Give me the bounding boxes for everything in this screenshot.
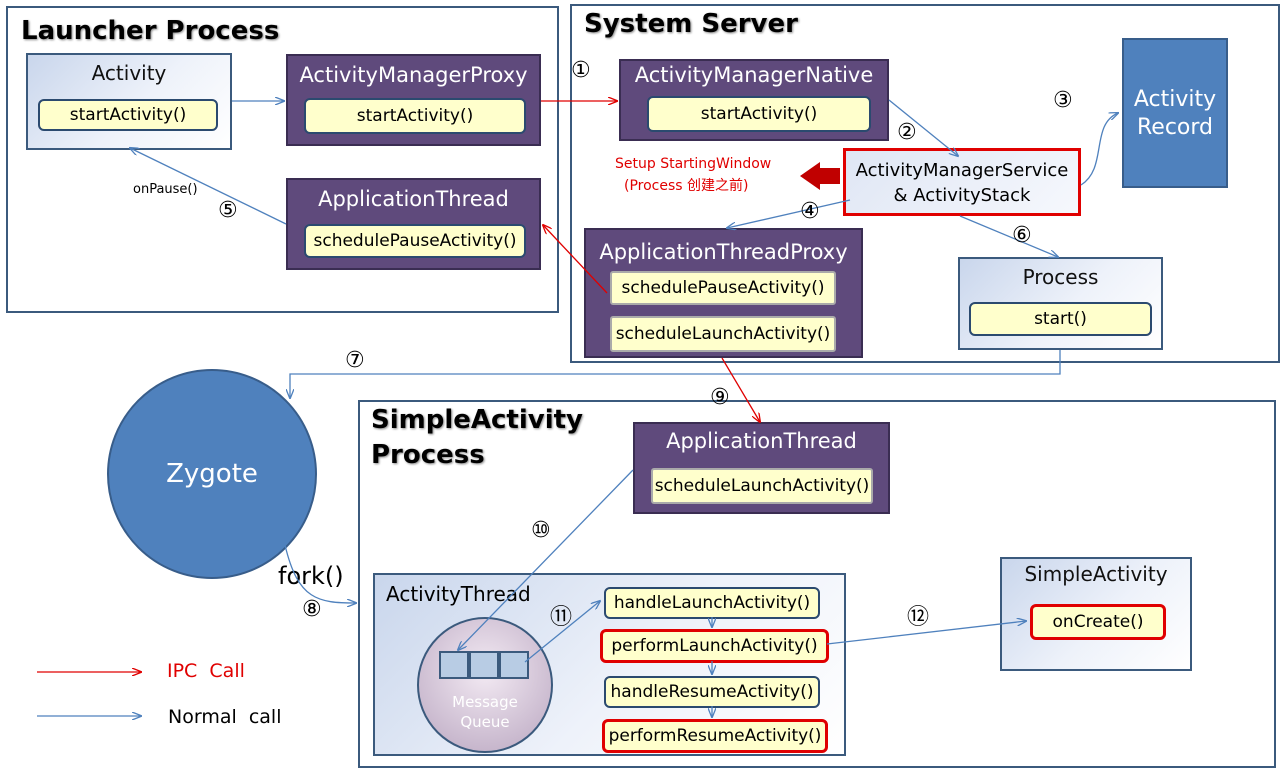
simple-activity-box: SimpleActivity onCreate() bbox=[1000, 557, 1192, 671]
process-start-method: start() bbox=[969, 302, 1152, 336]
perform-launch-activity-method: performLaunchActivity() bbox=[600, 629, 829, 663]
activity-manager-native-box: ActivityManagerNative startActivity() bbox=[619, 59, 889, 141]
proxy-start-activity-method: startActivity() bbox=[304, 98, 526, 134]
proxy-schedule-pause-activity-method: schedulePauseActivity() bbox=[610, 271, 836, 305]
launcher-activity-title: Activity bbox=[91, 61, 167, 85]
simple-application-thread-box: ApplicationThread scheduleLaunchActivity… bbox=[633, 422, 890, 514]
arrow-message-queue-to-handle-launch bbox=[524, 601, 600, 663]
launcher-schedule-pause-activity-method: schedulePauseActivity() bbox=[304, 224, 526, 258]
launcher-process-title: Launcher Process bbox=[21, 16, 280, 46]
arrow-perform-launch-to-on-create bbox=[826, 621, 1026, 645]
simple-application-thread-title: ApplicationThread bbox=[666, 429, 857, 453]
proxy-schedule-launch-activity-method: scheduleLaunchActivity() bbox=[610, 316, 836, 352]
launcher-start-activity-method: startActivity() bbox=[38, 99, 218, 131]
arrow-launcher-app-thread-to-activity bbox=[130, 148, 287, 225]
step-7-label: ⑦ bbox=[345, 348, 365, 373]
native-start-activity-method: startActivity() bbox=[647, 96, 871, 132]
queue-slot-3 bbox=[499, 651, 529, 679]
on-create-method: onCreate() bbox=[1030, 604, 1166, 640]
ams-line2: & ActivityStack bbox=[893, 185, 1031, 206]
step-2-label: ② bbox=[897, 120, 917, 145]
application-thread-proxy-box: ApplicationThreadProxy schedulePauseActi… bbox=[584, 228, 863, 358]
activity-manager-native-title: ActivityManagerNative bbox=[634, 63, 874, 87]
zygote-circle: Zygote bbox=[107, 369, 317, 579]
activity-record-line2: Record bbox=[1136, 115, 1213, 140]
step-10-label: ⑩ bbox=[531, 518, 551, 543]
step-8-label: ⑧ bbox=[302, 597, 322, 622]
activity-thread-box: ActivityThread Message Queue handleLaunc… bbox=[373, 573, 846, 756]
legend-normal-label: Normal call bbox=[168, 706, 282, 728]
arrow-ams-to-app-thread-proxy bbox=[727, 199, 851, 228]
message-queue-line2: Queue bbox=[460, 713, 510, 731]
step-4-label: ④ bbox=[800, 199, 820, 224]
setup-starting-window-note-line1: Setup StartingWindow bbox=[615, 156, 772, 172]
process-title: Process bbox=[1022, 265, 1099, 289]
step-12-label: ⑫ bbox=[907, 605, 930, 630]
step-11-label: ⑪ bbox=[550, 605, 573, 630]
simple-activity-process-title-line1: SimpleActivity bbox=[371, 405, 583, 435]
simple-activity-process-title-line2: Process bbox=[371, 440, 485, 470]
arrow-ams-to-record bbox=[1080, 113, 1118, 186]
activity-record-box: Activity Record bbox=[1122, 38, 1228, 188]
step-1-label: ① bbox=[571, 58, 591, 83]
launcher-application-thread-box: ApplicationThread schedulePauseActivity(… bbox=[286, 178, 541, 270]
activity-manager-proxy-title: ActivityManagerProxy bbox=[299, 63, 528, 87]
activity-manager-proxy-box: ActivityManagerProxy startActivity() bbox=[286, 54, 541, 146]
arrow-process-to-zygote bbox=[290, 350, 1061, 398]
activity-thread-title: ActivityThread bbox=[386, 582, 531, 606]
queue-slot-2 bbox=[469, 651, 499, 679]
on-pause-label: onPause() bbox=[133, 182, 198, 197]
arrow-zygote-fork-to-activity-thread bbox=[284, 544, 356, 603]
zygote-label: Zygote bbox=[166, 459, 258, 489]
simple-schedule-launch-activity-method: scheduleLaunchActivity() bbox=[651, 468, 873, 504]
process-box: Process start() bbox=[958, 257, 1163, 350]
step-5-label: ⑤ bbox=[218, 198, 238, 223]
fork-label: fork() bbox=[278, 562, 344, 590]
legend-ipc-label: IPC Call bbox=[167, 660, 245, 682]
message-queue-line1: Message bbox=[452, 693, 518, 711]
setup-starting-window-note-line2: (Process 创建之前) bbox=[624, 178, 749, 194]
step-3-label: ③ bbox=[1053, 88, 1073, 113]
ams-line1: ActivityManagerService bbox=[855, 160, 1069, 181]
system-server-title: System Server bbox=[584, 9, 798, 39]
perform-resume-activity-method: performResumeActivity() bbox=[602, 719, 828, 753]
starting-window-red-arrow bbox=[800, 162, 840, 190]
activity-record-line1: Activity bbox=[1133, 87, 1217, 112]
step-6-label: ⑥ bbox=[1012, 223, 1032, 248]
arrow-ams-to-process bbox=[959, 215, 1058, 257]
activity-manager-service-box: ActivityManagerService & ActivityStack bbox=[843, 148, 1081, 216]
application-thread-proxy-title: ApplicationThreadProxy bbox=[599, 240, 848, 264]
arrow-proxy-to-launcher-app-thread-ipc bbox=[543, 225, 608, 294]
simple-activity-title: SimpleActivity bbox=[1024, 562, 1168, 586]
step-9-label: ⑨ bbox=[710, 385, 730, 410]
arrow-simple-app-thread-to-message-queue bbox=[458, 469, 634, 650]
message-queue-circle: Message Queue bbox=[417, 617, 553, 753]
launcher-application-thread-title: ApplicationThread bbox=[318, 187, 509, 211]
arrow-native-to-ams bbox=[888, 99, 958, 156]
arrow-proxy-to-simple-app-thread-ipc bbox=[721, 357, 760, 422]
queue-slot-1 bbox=[439, 651, 469, 679]
